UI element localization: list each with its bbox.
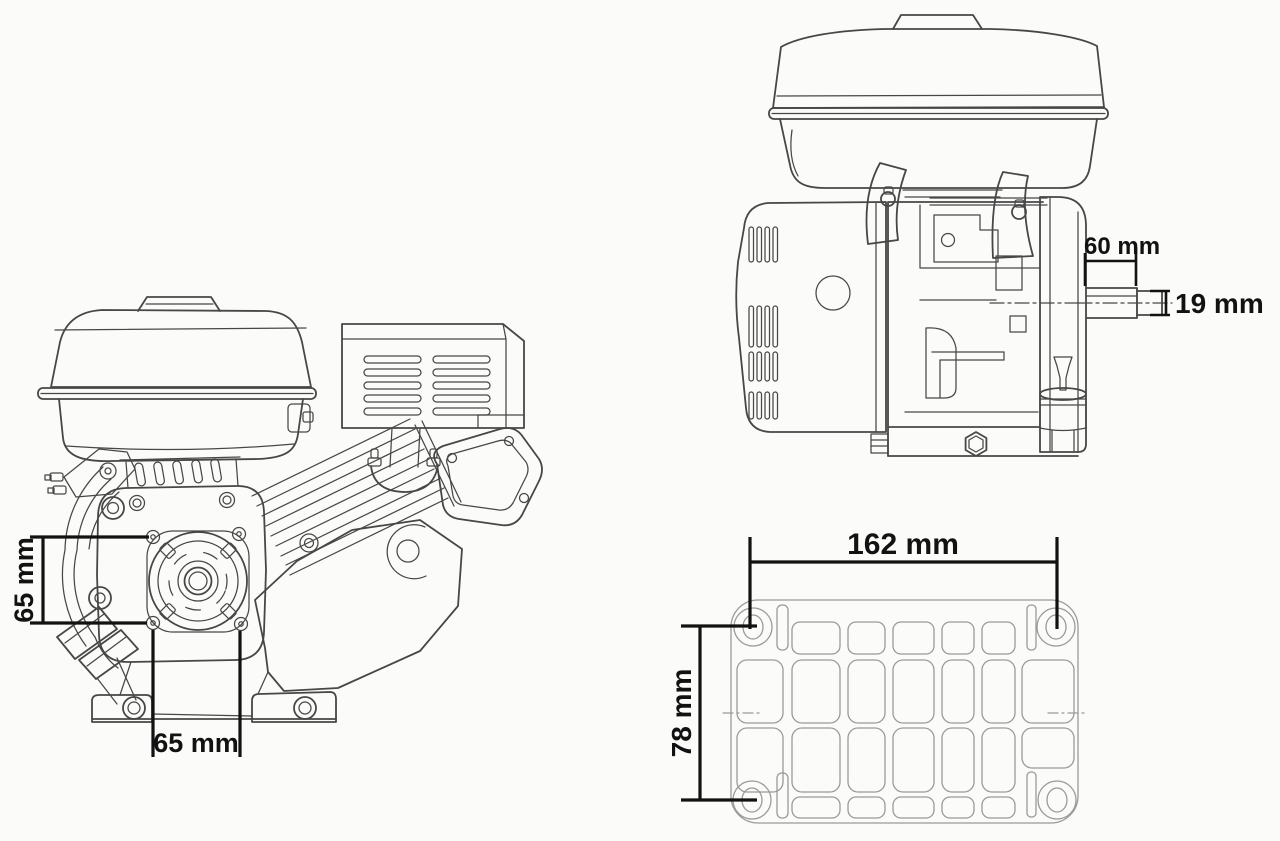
mount-bolt-holes (145, 526, 249, 632)
engine-feet-front (91, 661, 337, 723)
starter-center-hole (815, 275, 851, 311)
shroud-vents (134, 458, 223, 487)
engine-bottom-view: 162 mm 78 mm (666, 528, 1087, 824)
dimension-mount-depth: 78 mm (666, 624, 757, 802)
fuel-tank-side (768, 14, 1109, 189)
ignition-coil (56, 586, 139, 705)
flywheel-shroud (61, 466, 120, 669)
engine-front-view: 65 mm 65 mm (9, 296, 543, 758)
hex-drain-bolt (964, 431, 988, 457)
dimension-label-78mm: 78 mm (666, 669, 697, 758)
dimension-label-19mm: 19 mm (1175, 288, 1264, 319)
fuel-tank-front (37, 296, 317, 462)
crankshaft-boss (146, 530, 250, 633)
engine-block-side (887, 197, 1083, 457)
oil-dipstick (1039, 356, 1087, 453)
lower-engine-block (254, 519, 463, 692)
air-filter-vents (363, 355, 491, 416)
dimension-label-65mm-horizontal: 65 mm (153, 728, 239, 758)
rib-pattern (736, 621, 1075, 819)
dimension-label-60mm: 60 mm (1084, 233, 1160, 260)
cooling-vent-slots (748, 226, 779, 420)
dimension-shaft-diameter: 19 mm (1150, 288, 1264, 319)
air-filter-box (341, 323, 525, 468)
mounting-plate (722, 599, 1087, 824)
engine-base-side (870, 426, 1079, 457)
valve-cover (433, 427, 543, 527)
dimension-bolt-height: 65 mm (9, 535, 149, 625)
cylinder-cooling-fins (251, 418, 462, 576)
dimension-label-162mm: 162 mm (847, 528, 959, 561)
carburetor (367, 448, 441, 493)
dimension-shaft-length: 60 mm (1083, 233, 1160, 286)
dimension-label-65mm-vertical: 65 mm (9, 537, 39, 623)
engine-side-view: 60 mm 19 mm (735, 14, 1264, 457)
corner-mount-bosses (732, 607, 1077, 820)
dimension-bolt-width: 65 mm (151, 630, 242, 758)
spark-plug-bracket (44, 448, 136, 520)
crankcase-face (96, 456, 267, 663)
tank-brackets (865, 162, 1034, 259)
recoil-starter-housing (735, 201, 887, 433)
output-shaft (1077, 287, 1173, 319)
pto-cover-plate (1039, 196, 1087, 453)
dimension-mount-width: 162 mm (748, 528, 1059, 629)
